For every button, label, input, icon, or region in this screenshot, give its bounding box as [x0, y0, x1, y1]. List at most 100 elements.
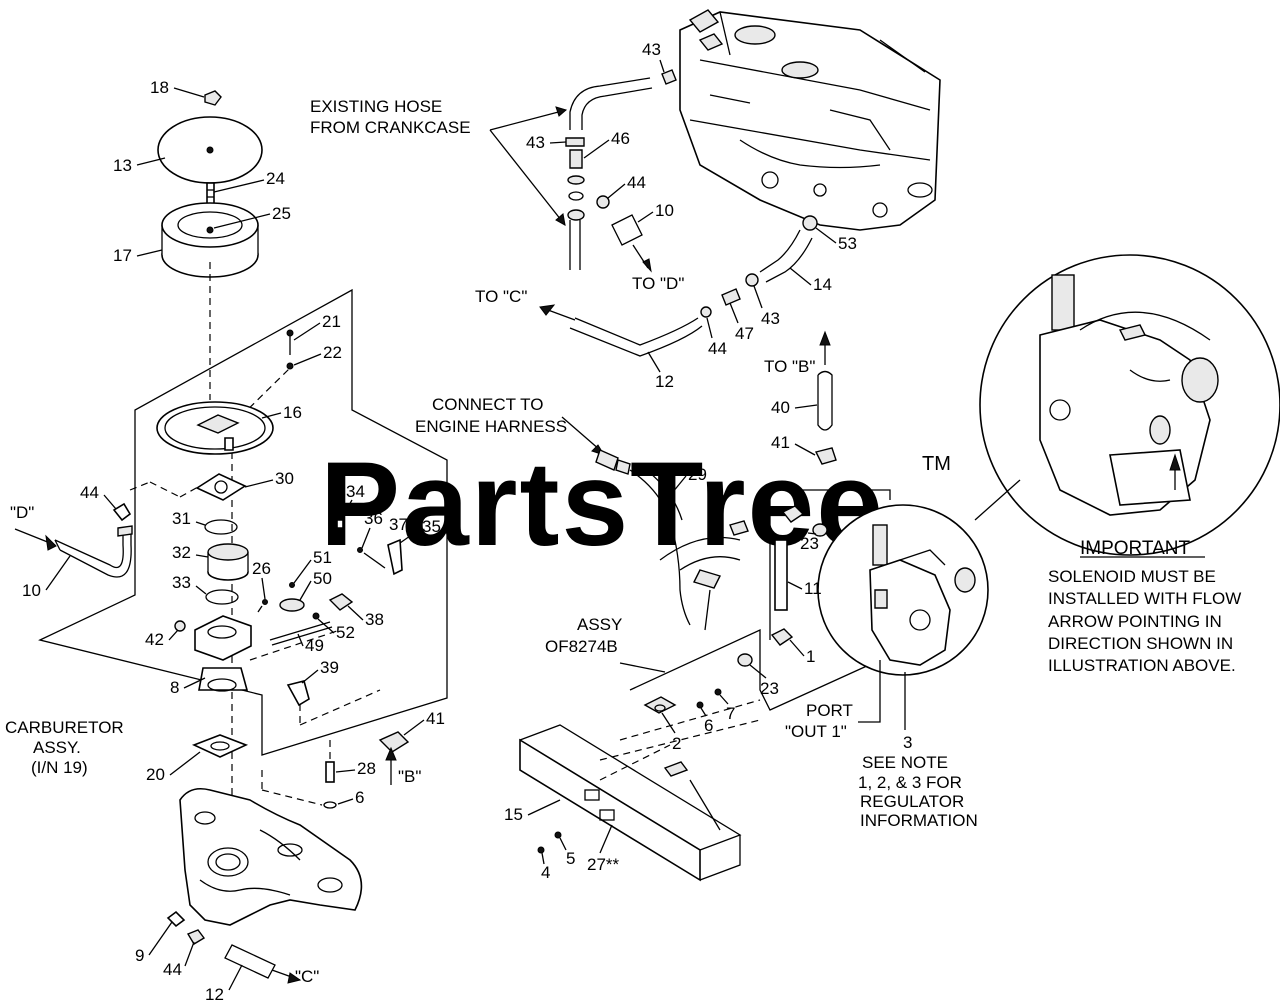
part-17: 17: [113, 246, 132, 265]
see-note-line2: SEE NOTE: [862, 753, 948, 772]
lower-left-parts: [166, 731, 410, 984]
important-line3: ARROW POINTING IN: [1048, 612, 1222, 631]
part-43-left: 43: [526, 133, 545, 152]
see-note-line1: 3: [903, 733, 912, 752]
gasket: [195, 473, 247, 501]
important-line4: DIRECTION SHOWN IN: [1048, 634, 1233, 653]
throttle-bracket: [387, 538, 403, 576]
part-9: 9: [135, 946, 144, 965]
assy-line1: ASSY: [577, 615, 622, 634]
regulator-fittings: [737, 505, 828, 667]
part-18: 18: [150, 78, 169, 97]
part-23-bottom: 23: [760, 679, 779, 698]
part-21: 21: [322, 312, 341, 331]
regulator-bracket-top: [770, 489, 891, 500]
important-line5: ILLUSTRATION ABOVE.: [1048, 656, 1236, 675]
engine: [679, 9, 941, 231]
air-filter-element: [161, 202, 259, 248]
regulator-detail: [817, 504, 989, 676]
part-10-top: 10: [655, 201, 674, 220]
wing-nut: [204, 90, 222, 106]
port-leader: [858, 660, 881, 723]
carburetor-line3: (I/N 19): [31, 758, 88, 777]
port-line1: PORT: [806, 701, 853, 720]
important-line1: SOLENOID MUST BE: [1048, 567, 1216, 586]
hose-b-group: [814, 330, 837, 465]
existing-hose-line1: EXISTING HOSE: [310, 97, 442, 116]
port-line2: "OUT 1": [785, 722, 847, 741]
solenoid-detail: [974, 254, 1280, 556]
hose-d-group: [14, 481, 199, 578]
watermark-tm: TM: [922, 453, 951, 475]
part-11: 11: [804, 579, 822, 598]
part-34: 34: [346, 482, 365, 501]
part-16: 16: [283, 403, 302, 422]
part-26: 26: [252, 559, 271, 578]
part-5: 5: [566, 849, 575, 868]
part-20: 20: [146, 765, 165, 784]
part-43-mid: 43: [761, 309, 780, 328]
part-38: 38: [365, 610, 384, 629]
part-6-left: 6: [355, 788, 364, 807]
part-31: 31: [172, 509, 191, 528]
existing-hose-line2: FROM CRANKCASE: [310, 118, 471, 137]
connect-harness-line2: ENGINE HARNESS: [415, 417, 567, 436]
mixer: [207, 543, 249, 561]
part-23-top: 23: [800, 534, 819, 553]
part-30: 30: [275, 469, 294, 488]
part-35: 35: [422, 517, 441, 536]
to-b-label: TO "B": [764, 357, 815, 376]
part-37: 37: [389, 515, 408, 534]
part-25: 25: [272, 204, 291, 223]
air-cleaner-group: [157, 90, 263, 278]
part-44-top: 44: [627, 173, 646, 192]
d-label: "D": [10, 503, 34, 522]
part-8: 8: [170, 678, 179, 697]
carburetor-group: [156, 329, 403, 758]
assy-bracket: [519, 662, 761, 882]
part-44-mid: 44: [708, 339, 727, 358]
part-2: 2: [672, 734, 681, 753]
diaphragm: [279, 598, 305, 612]
part-1-bottom: 1: [806, 647, 815, 666]
part-33: 33: [172, 573, 191, 592]
b-label: "B": [398, 767, 421, 786]
c-label: "C": [295, 967, 319, 986]
part-7: 7: [726, 704, 735, 723]
harness-group: [561, 416, 749, 631]
see-note-line3: 1, 2, & 3 FOR: [858, 773, 962, 792]
part-22: 22: [323, 343, 342, 362]
important-title: IMPORTANT: [1080, 538, 1191, 559]
o-ring-2: [205, 589, 239, 605]
part-52: 52: [336, 623, 355, 642]
important-line2: INSTALLED WITH FLOW: [1048, 589, 1241, 608]
crankcase-hoses: [539, 69, 818, 357]
o-ring: [204, 519, 238, 535]
text-layer: EXISTING HOSE FROM CRANKCASE CONNECT TO …: [5, 40, 1241, 1004]
part-1-top: 1: [757, 501, 766, 520]
part-10-left: 10: [22, 581, 41, 600]
part-40: 40: [771, 398, 790, 417]
to-d-label: TO "D": [632, 274, 684, 293]
actuator: [328, 593, 354, 611]
part-6-right: 6: [704, 716, 713, 735]
part-41-right: 41: [771, 433, 790, 452]
part-4: 4: [541, 863, 550, 882]
part-46: 46: [611, 129, 630, 148]
part-12-bottom: 12: [205, 985, 224, 1004]
intake-manifold: [179, 787, 363, 926]
to-c-label: TO "C": [475, 287, 527, 306]
see-note-line5: INFORMATION: [860, 811, 978, 830]
part-41-left: 41: [426, 709, 445, 728]
part-12-mid: 12: [655, 372, 674, 391]
assy-line2: OF8274B: [545, 637, 618, 656]
part-44-left: 44: [80, 483, 99, 502]
part-53: 53: [838, 234, 857, 253]
carburetor-line1: CARBURETOR: [5, 718, 124, 737]
part-14: 14: [813, 275, 832, 294]
part-36: 36: [364, 509, 383, 528]
hose-clamp: [378, 731, 410, 753]
mounting-bracket: [286, 680, 310, 707]
connect-harness-line1: CONNECT TO: [432, 395, 543, 414]
